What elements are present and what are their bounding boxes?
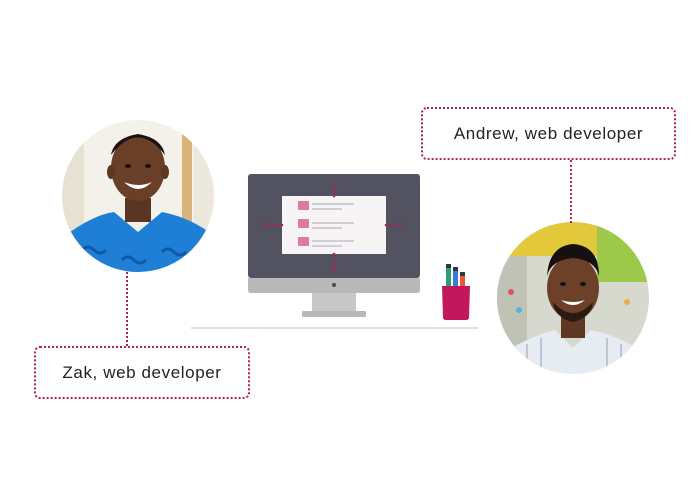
avatar-zak-photo bbox=[62, 120, 214, 272]
desk-illustration bbox=[188, 170, 488, 335]
avatar-zak bbox=[62, 120, 214, 272]
monitor-icon bbox=[191, 174, 478, 329]
label-andrew: Andrew, web developer bbox=[421, 107, 676, 160]
connector-line-zak bbox=[126, 272, 128, 346]
avatar-andrew bbox=[497, 222, 649, 374]
label-andrew-text: Andrew, web developer bbox=[453, 123, 644, 143]
connector-line-andrew bbox=[570, 160, 572, 223]
pen-cup-icon bbox=[442, 264, 470, 320]
avatar-andrew-photo bbox=[497, 222, 649, 374]
label-zak-text: Zak, web developer bbox=[62, 362, 222, 382]
label-zak: Zak, web developer bbox=[34, 346, 250, 399]
